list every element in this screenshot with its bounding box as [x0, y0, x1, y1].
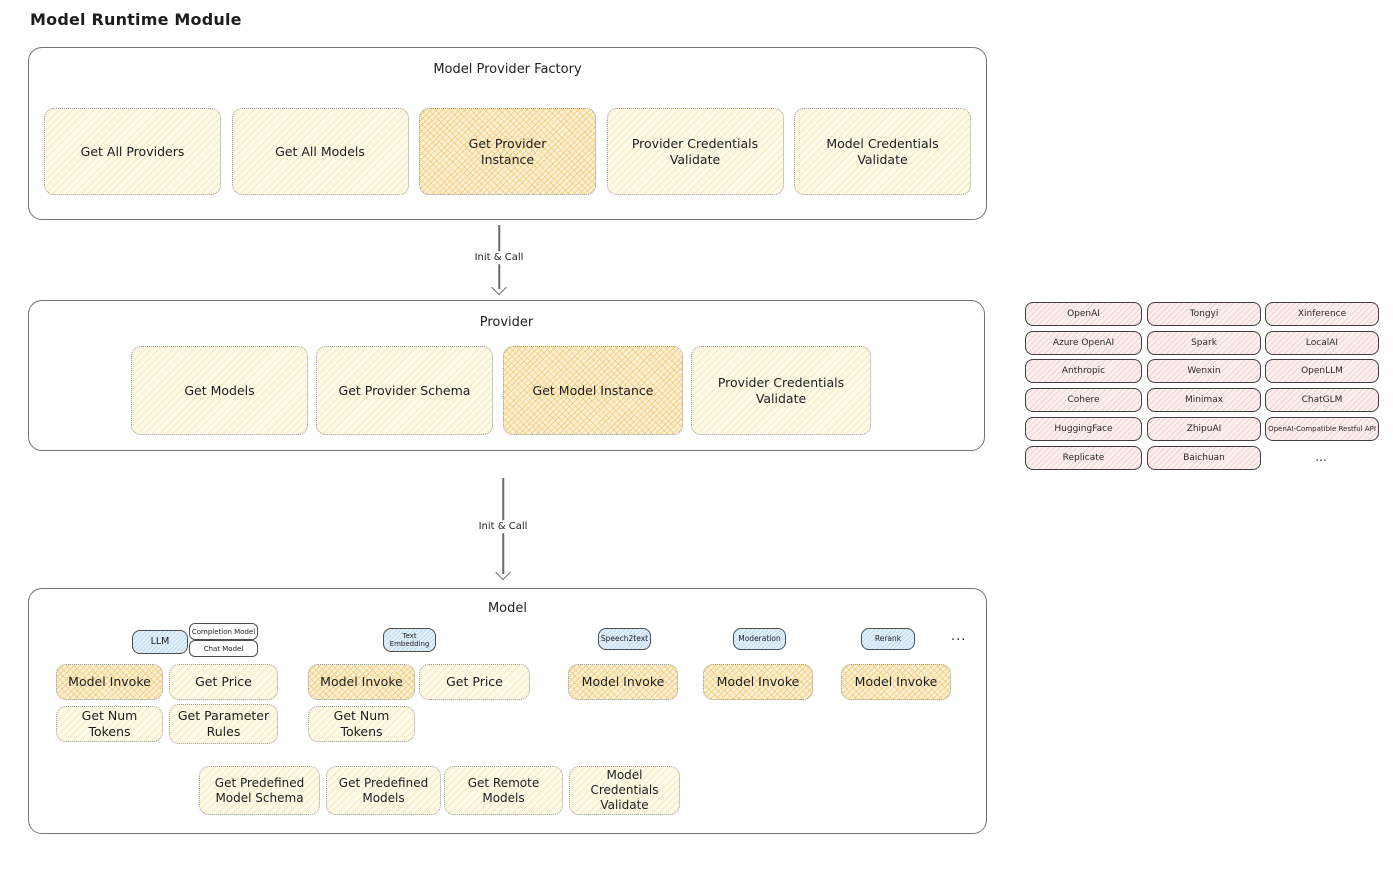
arrow-init-call-2: Init & Call — [463, 478, 543, 581]
get-predefined-models-box: Get Predefined Models — [326, 766, 441, 815]
provider-chip-baichuan: Baichuan — [1147, 446, 1261, 470]
provider-box-get-provider-schema: Get Provider Schema — [316, 346, 493, 435]
llm-get-price-box: Get Price — [169, 664, 278, 700]
factory-box-get-all-models: Get All Models — [231, 108, 409, 195]
provider-chip-azure-openai: Azure OpenAI — [1025, 331, 1142, 355]
arrow-down-icon — [491, 279, 507, 296]
providers-more-ellipsis: ... — [1315, 450, 1327, 464]
arrow-label: Init & Call — [473, 520, 533, 534]
llm-get-num-tokens-box: Get Num Tokens — [56, 706, 163, 742]
provider-chip-zhipuai: ZhipuAI — [1147, 417, 1261, 441]
rerank-model-invoke-box: Model Invoke — [841, 664, 951, 700]
provider-box-provider-credentials-validate: Provider Credentials Validate — [691, 346, 871, 435]
factory-box-get-all-providers: Get All Providers — [44, 108, 221, 195]
diagram-title: Model Runtime Module — [30, 10, 242, 29]
provider-title: Provider — [479, 315, 534, 330]
model-more-tags-ellipsis: ... — [951, 629, 967, 644]
factory-box-get-provider-instance: Get Provider Instance — [419, 108, 596, 195]
model-tag-moderation: Moderation — [733, 628, 786, 650]
llm-get-parameter-rules-box: Get Parameter Rules — [169, 704, 278, 744]
moderation-model-invoke-box: Model Invoke — [703, 664, 813, 700]
provider-box-get-model-instance: Get Model Instance — [503, 346, 683, 435]
embedding-get-num-tokens-box: Get Num Tokens — [308, 706, 415, 742]
model-tag-speech2text: Speech2text — [598, 628, 651, 650]
model-container: Model LLM Completion Model Chat Model Te… — [28, 588, 1001, 855]
provider-chip-spark: Spark — [1147, 331, 1261, 355]
embedding-get-price-box: Get Price — [419, 664, 530, 700]
provider-chip-anthropic: Anthropic — [1025, 359, 1142, 383]
arrow-down-icon — [495, 564, 511, 581]
provider-chip-minimax: Minimax — [1147, 388, 1261, 412]
arrow-label: Init & Call — [469, 251, 529, 265]
factory-container: Model Provider Factory Get All Providers… — [28, 47, 987, 220]
model-tag-completion-model: Completion Model — [189, 623, 258, 640]
model-title: Model — [487, 601, 528, 616]
factory-box-row: Get All Providers Get All Models Get Pro… — [44, 108, 971, 195]
provider-chip-cohere: Cohere — [1025, 388, 1142, 412]
provider-chip-openllm: OpenLLM — [1265, 359, 1379, 383]
llm-model-invoke-box: Model Invoke — [56, 664, 163, 700]
get-predefined-model-schema-box: Get Predefined Model Schema — [199, 766, 320, 815]
provider-chip-huggingface: HuggingFace — [1025, 417, 1142, 441]
provider-chip-wenxin: Wenxin — [1147, 359, 1261, 383]
provider-chip-tongyi: Tongyi — [1147, 302, 1261, 326]
provider-chip-xinference: Xinference — [1265, 302, 1379, 326]
provider-chip-openai-compatible-restful-api: OpenAI-Compatible Restful API — [1265, 417, 1379, 441]
get-remote-models-box: Get Remote Models — [444, 766, 563, 815]
provider-chip-openai: OpenAI — [1025, 302, 1142, 326]
embedding-model-invoke-box: Model Invoke — [308, 664, 415, 700]
factory-box-provider-credentials-validate: Provider Credentials Validate — [606, 108, 784, 195]
providers-panel: OpenAI Azure OpenAI Anthropic Cohere Hug… — [1025, 302, 1379, 472]
speech2text-model-invoke-box: Model Invoke — [568, 664, 678, 700]
provider-chip-replicate: Replicate — [1025, 446, 1142, 470]
provider-box-get-models: Get Models — [131, 346, 308, 435]
factory-box-model-credentials-validate: Model Credentials Validate — [794, 108, 971, 195]
provider-container: Provider Get Models Get Provider Schema … — [28, 300, 999, 472]
provider-chip-chatglm: ChatGLM — [1265, 388, 1379, 412]
model-tag-chat-model: Chat Model — [189, 640, 258, 657]
factory-title: Model Provider Factory — [433, 62, 582, 77]
model-tag-llm: LLM — [132, 630, 188, 654]
model-tag-text-embedding: Text Embedding — [383, 628, 436, 652]
arrow-init-call-1: Init & Call — [459, 225, 539, 296]
model-credentials-validate-box: Model Credentials Validate — [569, 766, 680, 815]
provider-chip-localai: LocalAI — [1265, 331, 1379, 355]
model-tag-rerank: Rerank — [861, 628, 915, 650]
